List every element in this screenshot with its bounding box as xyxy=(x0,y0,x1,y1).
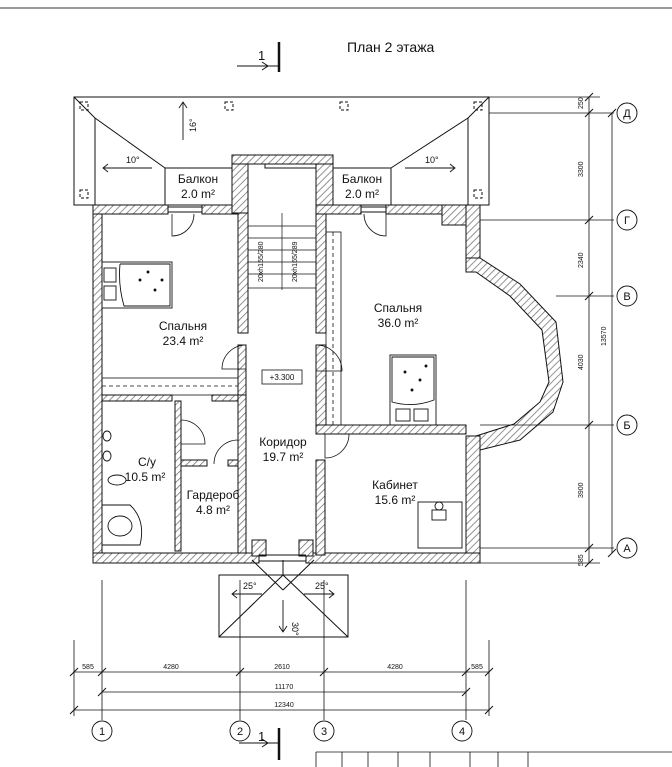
dim-bottom-4280-left: 4280 xyxy=(163,664,179,671)
room-labels: Балкон 2.0 m² Балкон 2.0 m² Спальня 23.4… xyxy=(125,172,422,517)
dim-bottom-585-left: 585 xyxy=(82,664,94,671)
office-desk xyxy=(417,501,463,549)
axes-horizontal xyxy=(616,102,638,559)
axis-D: Д xyxy=(623,108,631,120)
dim-right-2340: 2340 xyxy=(578,252,585,268)
stair-label-right: 20хh165/289 xyxy=(292,241,299,282)
dims-right-lines xyxy=(480,96,614,564)
title-block xyxy=(315,751,672,767)
bed-right xyxy=(389,354,437,426)
stair-label-left: 20хh155/280 xyxy=(258,241,265,282)
axis-4: 4 xyxy=(459,726,465,738)
axis-1: 1 xyxy=(99,726,105,738)
slope-top: 16° xyxy=(188,118,198,132)
bed-left xyxy=(101,261,173,309)
dims-bottom-lines xyxy=(73,580,490,720)
walls xyxy=(92,154,564,564)
dim-bottom-2610: 2610 xyxy=(274,664,290,671)
section-mark-bottom: 1 xyxy=(258,729,265,744)
slope-porch-bottom: 30° xyxy=(290,622,300,636)
bathroom-fixtures xyxy=(101,430,143,546)
porch xyxy=(218,559,349,638)
axis-2: 2 xyxy=(237,726,243,738)
axis-3: 3 xyxy=(321,726,327,738)
balcony-right-area: 2.0 m² xyxy=(345,187,379,201)
slope-porch-right: 25° xyxy=(315,581,329,591)
dim-right-3300: 3300 xyxy=(578,161,585,177)
dim-bottom-4280-right: 4280 xyxy=(387,664,403,671)
slope-right: 10° xyxy=(425,155,439,165)
roof-outline xyxy=(73,96,490,206)
section-marker-bottom: 1 xyxy=(239,728,281,760)
axis-A: А xyxy=(623,543,631,555)
balcony-right-name: Балкон xyxy=(342,172,382,186)
slope-left: 10° xyxy=(126,155,140,165)
dim-right-total: 13570 xyxy=(601,326,608,346)
section-marker-top: 1 xyxy=(237,42,281,72)
axis-G: Г xyxy=(624,215,630,227)
dim-bottom-12340: 12340 xyxy=(274,702,294,709)
dims-bottom-ticks xyxy=(69,667,494,715)
level-mark-box xyxy=(261,369,303,385)
bedroom-right-name: Спальня xyxy=(374,301,422,315)
plan-title: План 2 этажа xyxy=(347,39,435,55)
dim-right-585: 585 xyxy=(578,554,585,566)
office-area: 15.6 m² xyxy=(375,493,416,507)
bathroom-area: 10.5 m² xyxy=(125,470,166,484)
dims-right-ticks xyxy=(584,92,617,568)
closets xyxy=(101,231,342,426)
balcony-left-name: Балкон xyxy=(178,172,218,186)
slope-arrows xyxy=(102,101,456,633)
windows xyxy=(168,206,386,562)
dim-right-3900: 3900 xyxy=(578,482,585,498)
dim-bottom-585-right: 585 xyxy=(471,664,483,671)
level-mark: +3.300 xyxy=(270,373,295,382)
wardrobe-area: 4.8 m² xyxy=(196,503,230,517)
bedroom-left-area: 23.4 m² xyxy=(163,334,204,348)
dim-bottom-11170: 11170 xyxy=(275,684,294,691)
section-mark-top: 1 xyxy=(258,48,265,63)
corridor-name: Коридор xyxy=(259,435,307,449)
axis-B: Б xyxy=(623,420,630,432)
dim-right-4030: 4030 xyxy=(578,354,585,370)
wardrobe-name: Гардероб xyxy=(187,488,240,502)
staircase xyxy=(248,213,316,290)
door-swings xyxy=(171,213,387,465)
balcony-left-area: 2.0 m² xyxy=(181,187,215,201)
axis-V: В xyxy=(623,291,630,303)
corridor-area: 19.7 m² xyxy=(263,450,304,464)
bathroom-name: С/у xyxy=(138,455,156,469)
bedroom-left-name: Спальня xyxy=(159,319,207,333)
slope-porch-left: 25° xyxy=(243,581,257,591)
bedroom-right-area: 36.0 m² xyxy=(378,316,419,330)
axes-vertical xyxy=(91,720,473,742)
office-name: Кабинет xyxy=(372,478,418,492)
dim-right-250: 250 xyxy=(578,97,585,109)
